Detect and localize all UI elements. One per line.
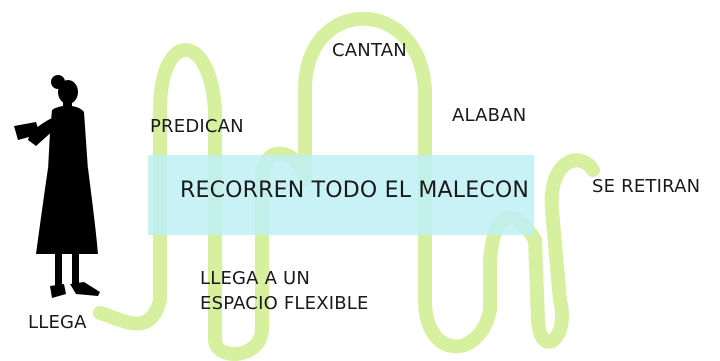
label-llega: LLEGA — [28, 312, 87, 333]
label-cantan: CANTAN — [332, 40, 407, 61]
woman-silhouette-icon — [14, 75, 100, 298]
label-se-retiran: SE RETIRAN — [592, 176, 701, 197]
malecon-band — [148, 155, 534, 235]
label-recorren: RECORREN TODO EL MALECON — [180, 178, 530, 203]
label-alaban: ALABAN — [452, 105, 527, 126]
label-predican: PREDICAN — [150, 116, 244, 137]
winding-path — [93, 11, 600, 361]
label-espacio-line1: LLEGA A UN — [200, 268, 311, 289]
label-espacio-line2: ESPACIO FLEXIBLE — [200, 293, 369, 314]
